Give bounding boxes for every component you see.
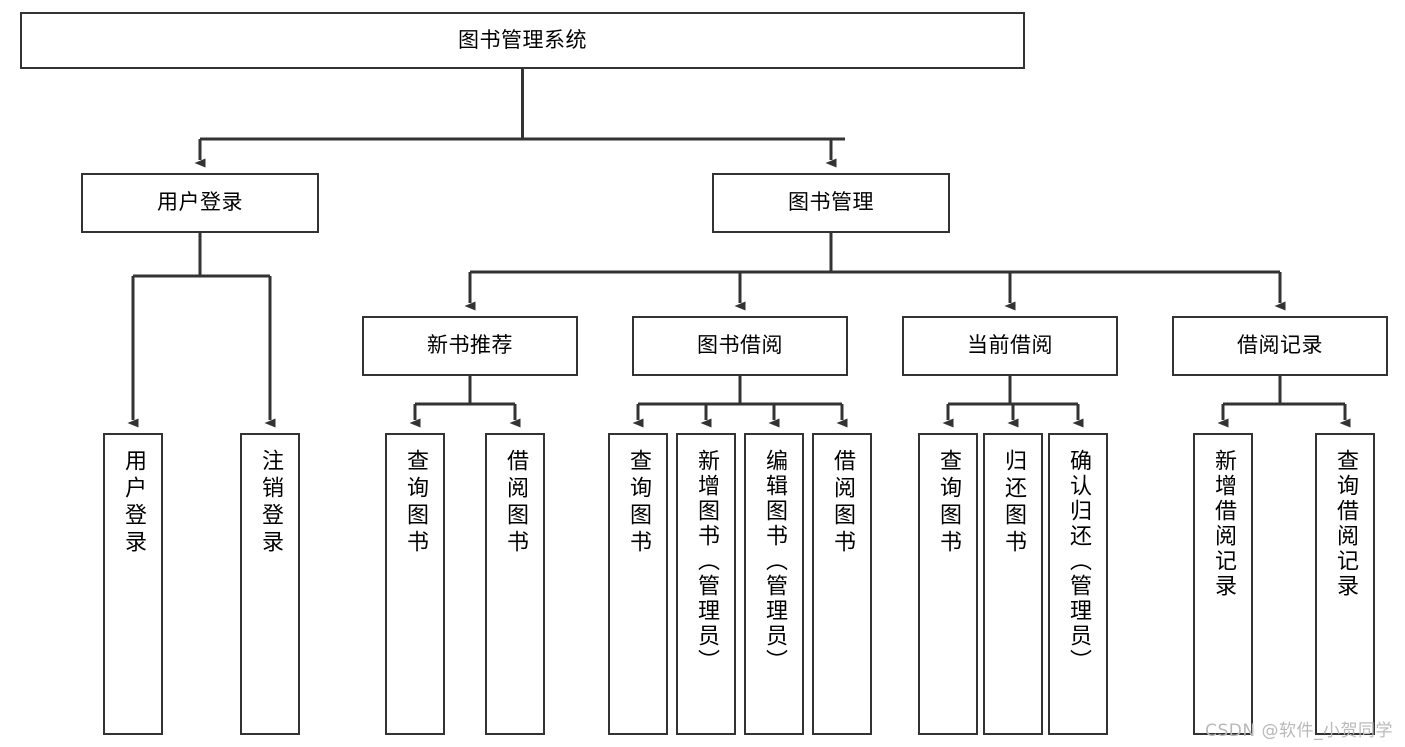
node-user-login-label: 用户登录 xyxy=(157,190,243,215)
node-leaf-borrow-book-1[interactable]: 借阅图书 xyxy=(485,433,545,735)
node-book-manage-label: 图书管理 xyxy=(788,190,874,215)
node-leaf-add-book-label: 新增图书（管理员） xyxy=(694,449,719,674)
node-leaf-add-record-label: 新增借阅记录 xyxy=(1211,449,1236,599)
node-leaf-user-login[interactable]: 用户登录 xyxy=(103,433,163,735)
node-leaf-user-logout-label: 注销登录 xyxy=(258,449,283,557)
node-root-label: 图书管理系统 xyxy=(458,27,587,52)
node-user-login[interactable]: 用户登录 xyxy=(81,173,319,233)
node-leaf-query-book-3[interactable]: 查询图书 xyxy=(918,433,978,735)
node-leaf-borrow-book-1-label: 借阅图书 xyxy=(503,449,528,557)
node-leaf-query-book-1-label: 查询图书 xyxy=(403,449,428,557)
node-leaf-borrow-book-2[interactable]: 借阅图书 xyxy=(812,433,872,735)
watermark-text: CSDN @软件_小贺同学 xyxy=(1205,721,1393,741)
node-leaf-user-login-label: 用户登录 xyxy=(121,449,146,557)
node-leaf-user-logout[interactable]: 注销登录 xyxy=(240,433,300,735)
node-borrow-record[interactable]: 借阅记录 xyxy=(1172,316,1388,376)
node-leaf-query-record-label: 查询借阅记录 xyxy=(1333,449,1358,599)
node-leaf-edit-book[interactable]: 编辑图书（管理员） xyxy=(744,433,804,735)
node-leaf-query-book-2-label: 查询图书 xyxy=(626,449,651,557)
node-borrow-record-label: 借阅记录 xyxy=(1237,333,1323,358)
node-root[interactable]: 图书管理系统 xyxy=(20,12,1025,69)
node-leaf-query-book-1[interactable]: 查询图书 xyxy=(385,433,445,735)
node-leaf-add-record[interactable]: 新增借阅记录 xyxy=(1193,433,1253,735)
node-leaf-confirm-return[interactable]: 确认归还（管理员） xyxy=(1048,433,1108,735)
node-leaf-borrow-book-2-label: 借阅图书 xyxy=(830,449,855,557)
node-leaf-add-book[interactable]: 新增图书（管理员） xyxy=(676,433,736,735)
node-leaf-query-book-2[interactable]: 查询图书 xyxy=(608,433,668,735)
node-current-borrow[interactable]: 当前借阅 xyxy=(902,316,1118,376)
node-book-manage[interactable]: 图书管理 xyxy=(712,173,950,233)
node-leaf-return-book[interactable]: 归还图书 xyxy=(983,433,1043,735)
node-book-borrow-label: 图书借阅 xyxy=(697,333,783,358)
node-current-borrow-label: 当前借阅 xyxy=(967,333,1053,358)
node-leaf-confirm-return-label: 确认归还（管理员） xyxy=(1066,449,1091,674)
node-new-book-recommend[interactable]: 新书推荐 xyxy=(362,316,578,376)
node-leaf-query-record[interactable]: 查询借阅记录 xyxy=(1315,433,1375,735)
node-book-borrow[interactable]: 图书借阅 xyxy=(632,316,848,376)
node-leaf-query-book-3-label: 查询图书 xyxy=(936,449,961,557)
node-new-book-recommend-label: 新书推荐 xyxy=(427,333,513,358)
node-leaf-return-book-label: 归还图书 xyxy=(1001,449,1026,557)
node-leaf-edit-book-label: 编辑图书（管理员） xyxy=(762,449,787,674)
